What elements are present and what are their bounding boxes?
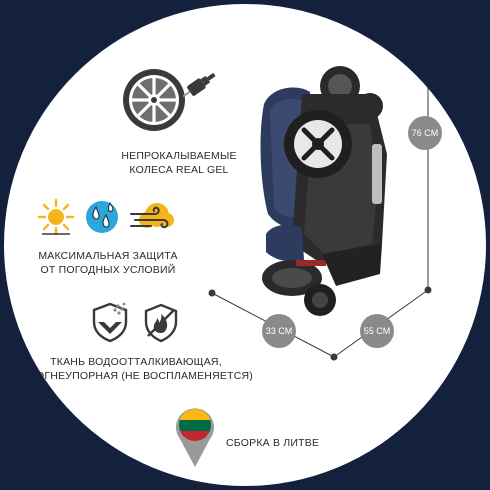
fabric-feature-line2: ОГНЕУПОРНАЯ (НЕ ВОСПЛАМЕНЯЕТСЯ)	[36, 370, 253, 382]
fire-shield-icon	[140, 302, 182, 344]
fabric-feature-text: ТКАНЬ ВОДООТТАЛКИВАЮЩАЯ, ОГНЕУПОРНАЯ (НЕ…	[36, 355, 253, 383]
fabric-feature-line1: ТКАНЬ ВОДООТТАЛКИВАЮЩАЯ,	[50, 356, 222, 368]
weather-feature-line1: МАКСИМАЛЬНАЯ ЗАЩИТА	[38, 250, 178, 262]
dimension-lines	[4, 4, 486, 486]
gel-wheel-icon	[120, 64, 230, 140]
wheels-feature-line1: НЕПРОКАЛЫВАЕМЫЕ	[121, 150, 237, 162]
weather-feature-text: МАКСИМАЛЬНАЯ ЗАЩИТА ОТ ПОГОДНЫХ УСЛОВИЙ	[34, 249, 182, 277]
weather-feature-line2: ОТ ПОГОДНЫХ УСЛОВИЙ	[40, 264, 176, 276]
wheels-feature-line2: КОЛЕСА REAL GEL	[129, 164, 229, 176]
sun-icon	[36, 197, 76, 237]
rain-drops-icon	[84, 197, 124, 237]
white-circle-panel: НЕПРОКАЛЫВАЕМЫЕ КОЛЕСА REAL GEL	[4, 4, 486, 486]
water-repellent-icon	[88, 300, 132, 344]
wind-icon	[129, 200, 175, 236]
origin-feature-text: СБОРКА В ЛИТВЕ	[226, 437, 320, 449]
width-dimension-badge: 55 СМ	[360, 314, 394, 348]
height-dimension-badge: 76 СМ	[408, 116, 442, 150]
wheels-feature-text: НЕПРОКАЛЫВАЕМЫЕ КОЛЕСА REAL GEL	[104, 149, 254, 177]
lithuania-flag-pin-icon	[172, 403, 218, 469]
folded-stroller-image	[252, 64, 402, 319]
depth-dimension-badge: 33 СМ	[262, 314, 296, 348]
